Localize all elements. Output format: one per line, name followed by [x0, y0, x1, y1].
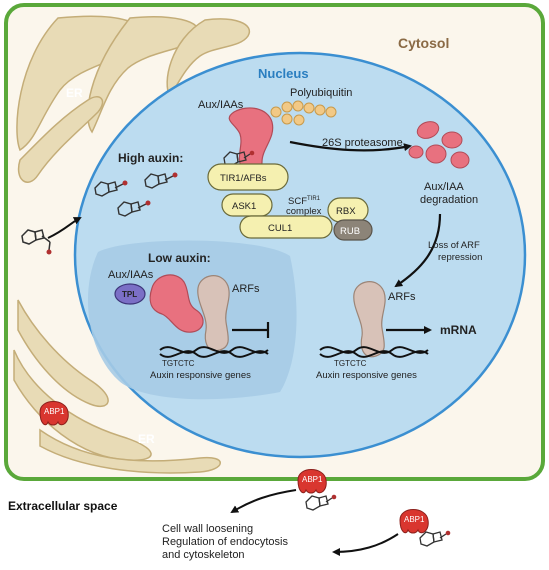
tpl-label: TPL — [122, 290, 137, 299]
abp1-er: ABP1 — [39, 401, 69, 426]
bound-auxin-extracellular-icon — [419, 530, 451, 547]
polyubiquitin-label: Polyubiquitin — [290, 87, 352, 99]
auxin-molecule-icon — [117, 200, 151, 217]
cytosol-label: Cytosol — [398, 35, 449, 51]
er-top-label: ER — [66, 86, 83, 100]
motif-low-label: TGTCTC — [162, 359, 195, 368]
arf-protein-active — [353, 281, 386, 358]
proteasome-label: 26S proteasome — [322, 137, 403, 149]
rub — [333, 219, 373, 241]
effect-line-3: and cytoskeleton — [162, 549, 245, 561]
er-top: ER — [16, 15, 251, 183]
polyubiquitin-chain — [270, 100, 337, 126]
proteasome-arrow — [289, 140, 412, 152]
tir1-label: TIR1/AFBs — [220, 173, 267, 184]
dna-helix-low — [159, 346, 269, 358]
abp1-membrane: ABP1 — [297, 469, 327, 494]
degraded-fragments — [408, 121, 470, 169]
aux-iaa-protein-low — [149, 274, 204, 333]
er-bottom-label: ER — [138, 432, 155, 446]
dna-helix-active — [319, 346, 429, 358]
cul1 — [239, 215, 333, 239]
auxin-molecule-icon — [21, 229, 52, 255]
repression-symbol — [232, 322, 270, 338]
auxin-molecule-icon — [144, 172, 178, 189]
scf-label: SCFTIR1 — [288, 196, 321, 207]
abp1-effect-arrow-1 — [230, 489, 297, 514]
cul1-label: CUL1 — [268, 223, 292, 234]
ask1 — [221, 193, 273, 217]
tpl-protein — [114, 283, 146, 305]
arfs-low-label: ARFs — [232, 283, 260, 295]
aux-iaa-low-label: Aux/IAAs — [108, 269, 154, 281]
scf-complex-label: complex — [286, 206, 322, 217]
loss-label-2: repression — [438, 252, 482, 263]
genes-low-label: Auxin responsive genes — [150, 370, 251, 381]
abp1-er-label: ABP1 — [44, 407, 65, 416]
scf-superscript: TIR1 — [307, 196, 321, 202]
degradation-label-1: Aux/IAA — [424, 181, 464, 193]
uptake-arrow — [47, 217, 82, 239]
derepression-arrow — [394, 213, 442, 288]
abp1-extracellular: ABP1 — [399, 509, 429, 534]
abp1-membrane-label: ABP1 — [302, 475, 323, 484]
nucleus-label: Nucleus — [258, 66, 309, 81]
arfs-active-label: ARFs — [388, 291, 416, 303]
rbx-label: RBX — [336, 206, 356, 217]
rub-label: RUB — [340, 226, 360, 237]
loss-label-1: Loss of ARF — [428, 240, 480, 251]
aux-iaa-high-label: Aux/IAAs — [198, 99, 244, 111]
ask1-label: ASK1 — [232, 201, 256, 212]
effect-line-1: Cell wall loosening — [162, 523, 253, 535]
er-bottom: ER — [13, 299, 221, 474]
auxin-molecule-icon — [94, 180, 128, 197]
scf-label-text: SCF — [288, 196, 307, 207]
abp1-extracellular-label: ABP1 — [404, 515, 425, 524]
mrna-label: mRNA — [440, 323, 477, 337]
motif-active-label: TGTCTC — [334, 359, 367, 368]
effect-line-2: Regulation of endocytosis — [162, 536, 288, 548]
degradation-label-2: degradation — [420, 194, 478, 206]
high-auxin-label: High auxin: — [118, 151, 183, 165]
extracellular-label: Extracellular space — [8, 499, 118, 513]
bound-auxin-membrane-icon — [305, 494, 337, 511]
arf-protein-low — [197, 275, 230, 352]
genes-active-label: Auxin responsive genes — [316, 370, 417, 381]
abp1-effect-arrow-2 — [332, 533, 399, 556]
scf-complex — [207, 163, 373, 241]
tir1-afbs — [207, 163, 289, 191]
low-auxin-label: Low auxin: — [148, 251, 211, 265]
